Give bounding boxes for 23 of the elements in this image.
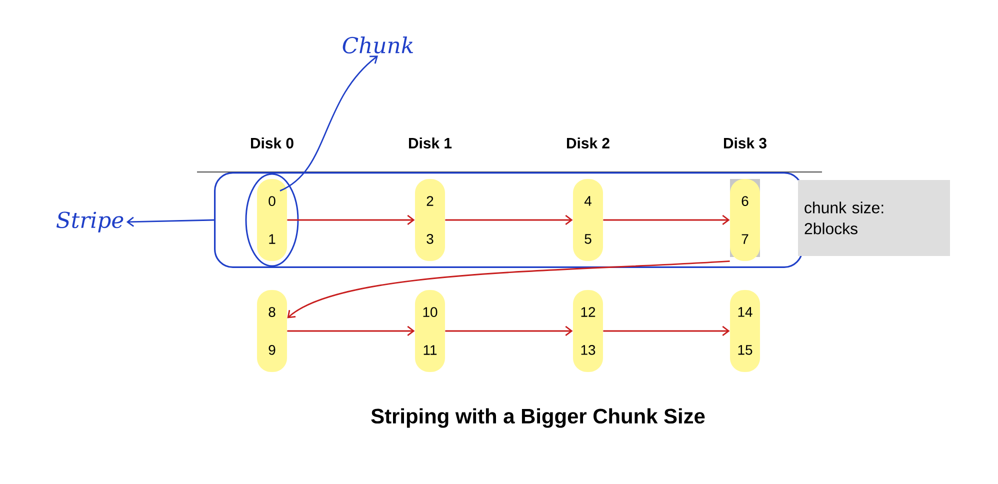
- arrow: [445, 326, 573, 336]
- arrow: [287, 326, 415, 336]
- chunk-pill: 12 13: [573, 290, 603, 372]
- arrow: [280, 56, 378, 192]
- column-header: Disk 3: [724, 138, 766, 148]
- chunk-pill: 6 7: [730, 179, 760, 261]
- chunk-pill: 4 5: [573, 179, 603, 261]
- handwritten-label: Chunk: [342, 36, 413, 54]
- arrow: [126, 216, 214, 227]
- arrow: [603, 326, 730, 336]
- chunk-pill: 2 3: [415, 179, 445, 261]
- chunk-pill: 14 15: [730, 290, 760, 372]
- arrow: [287, 260, 730, 318]
- arrow: [603, 214, 730, 226]
- chunk-pill: 10 11: [415, 290, 445, 372]
- stripe-loop: [214, 172, 803, 268]
- arrow: [287, 214, 415, 226]
- handwritten-label: Stripe: [56, 212, 124, 232]
- chunk-pill: 8 9: [257, 290, 287, 372]
- note-box: chunk size: 2blocks: [798, 180, 950, 256]
- arrow: [445, 214, 573, 226]
- chunk-pill: 0 1: [257, 179, 287, 261]
- caption: Striping with a Bigger Chunk Size: [371, 408, 705, 428]
